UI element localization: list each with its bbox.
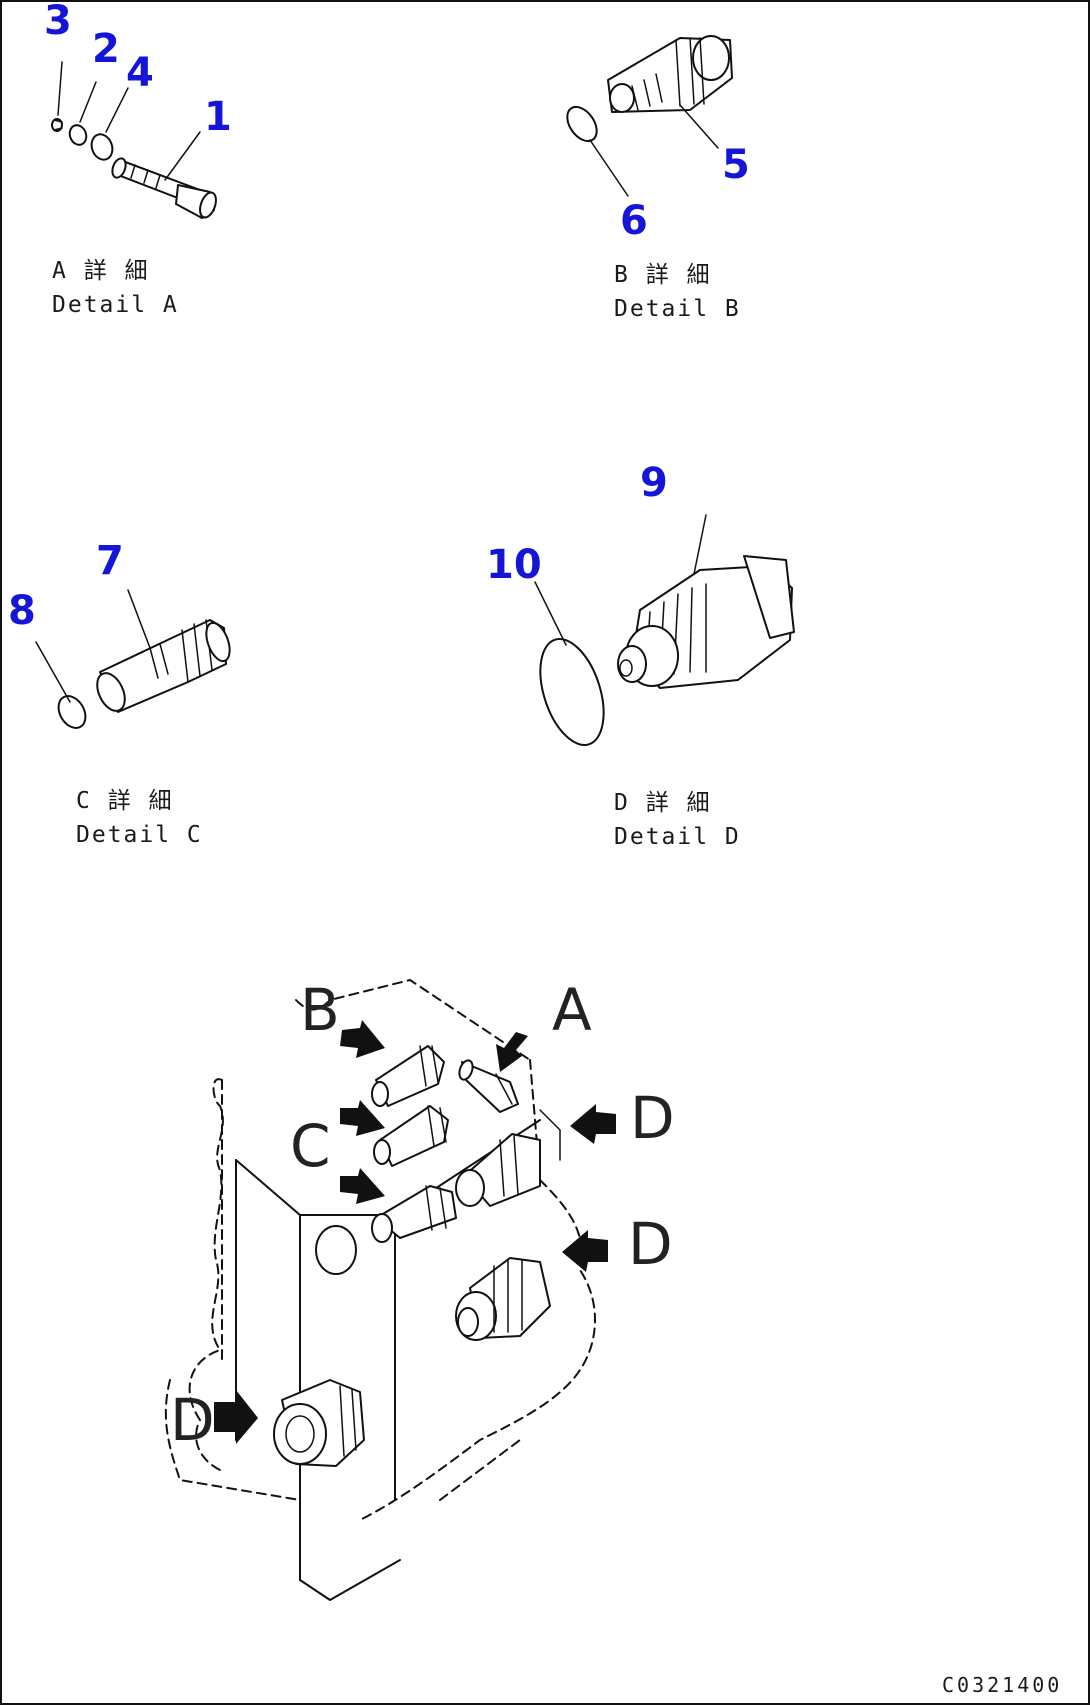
part-10-oring[interactable] [528, 631, 615, 753]
assembly-valve-a[interactable] [457, 1059, 561, 1161]
callout-9: 9 [640, 460, 668, 506]
assembly-valve-b[interactable] [371, 1045, 445, 1107]
detail-a-caption-jp: A 詳 細 [52, 258, 150, 284]
detail-c-caption-en: Detail C [76, 822, 203, 848]
detail-a-caption-en: Detail A [52, 292, 179, 318]
callout-10: 10 [486, 542, 542, 588]
detail-d-caption-jp: D 詳 細 [614, 790, 712, 816]
callout-3: 3 [44, 0, 72, 44]
arrow-d-bottom [214, 1390, 258, 1444]
main-valve-assembly: B A C D D D [164, 976, 675, 1601]
detail-b-caption-en: Detail B [614, 296, 741, 322]
callout-6: 6 [620, 198, 648, 244]
view-label-b: B [300, 976, 340, 1044]
part-3-plug[interactable] [51, 118, 63, 132]
arrow-d-lower [562, 1230, 608, 1272]
part-7-valve[interactable] [92, 619, 235, 715]
view-label-d-bottom: D [170, 1386, 215, 1454]
arrow-d-upper [570, 1104, 616, 1144]
part-2-ring[interactable] [67, 123, 89, 147]
assembly-valve-c[interactable] [371, 1185, 457, 1243]
callout-1: 1 [204, 94, 232, 140]
assembly-valve-front-bottom[interactable] [273, 1379, 365, 1467]
detail-b-caption-jp: B 詳 細 [614, 262, 712, 288]
callout-5: 5 [722, 142, 750, 188]
detail-d-group: 9 10 D 詳 細 Detail D [486, 460, 795, 850]
part-5-valve[interactable] [607, 35, 733, 113]
callout-7: 7 [96, 538, 124, 584]
view-label-c: C [290, 1112, 331, 1180]
view-label-d-lower: D [628, 1210, 673, 1278]
assembly-valve-middle[interactable] [373, 1105, 449, 1167]
assembly-valve-d-face[interactable] [455, 1257, 551, 1341]
part-6-oring[interactable] [561, 102, 602, 147]
detail-b-group: 5 6 B 詳 細 Detail B [561, 35, 750, 322]
part-4-oring[interactable] [88, 131, 116, 162]
callout-2: 2 [92, 26, 120, 72]
part-8-oring[interactable] [53, 691, 91, 732]
drawing-code: C0321400 [942, 1673, 1062, 1697]
view-label-d-upper: D [630, 1084, 675, 1152]
view-label-a: A [552, 976, 592, 1044]
detail-a-group: 3 2 4 1 A 詳 細 Detail A [44, 0, 232, 318]
detail-d-caption-en: Detail D [614, 824, 741, 850]
assembly-valve-d-upper[interactable] [455, 1133, 541, 1207]
callout-8: 8 [8, 588, 36, 634]
detail-c-caption-jp: C 詳 細 [76, 788, 174, 814]
arrow-c [340, 1168, 385, 1204]
arrow-middle [340, 1100, 385, 1136]
arrow-b [340, 1020, 385, 1058]
part-1-spool[interactable] [110, 157, 219, 220]
part-9-valve[interactable] [617, 555, 795, 689]
detail-c-group: 7 8 C 詳 細 Detail C [8, 538, 235, 848]
arrow-a [496, 1032, 528, 1072]
callout-4: 4 [126, 50, 154, 96]
